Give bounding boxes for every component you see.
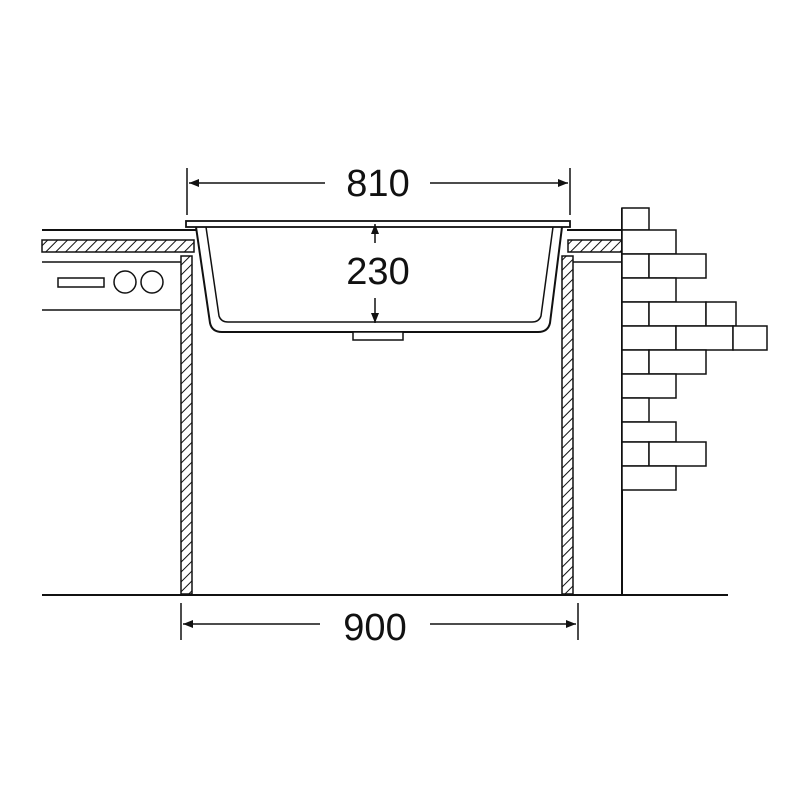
dimension-depth: 230 [346,224,410,323]
cabinet-wall-right [561,255,574,595]
sink-rim [185,220,571,228]
cabinet-wall-left [180,255,193,595]
dimension-label-900: 900 [343,607,406,649]
drain-outlet [352,331,404,341]
appliance-knob-icon [113,270,137,294]
brick-wall [621,207,768,595]
left-countertop [41,229,196,311]
dimension-label-230: 230 [346,251,409,293]
right-countertop [567,229,623,263]
sink-bowl-inner [205,226,554,323]
appliance-knob-icon [140,270,164,294]
dimension-label-810: 810 [346,163,409,205]
appliance-control-panel [57,270,164,294]
appliance-display-icon [57,277,105,288]
dimension-top-width: 810 [186,163,571,215]
dimension-cabinet-width: 900 [180,603,579,649]
